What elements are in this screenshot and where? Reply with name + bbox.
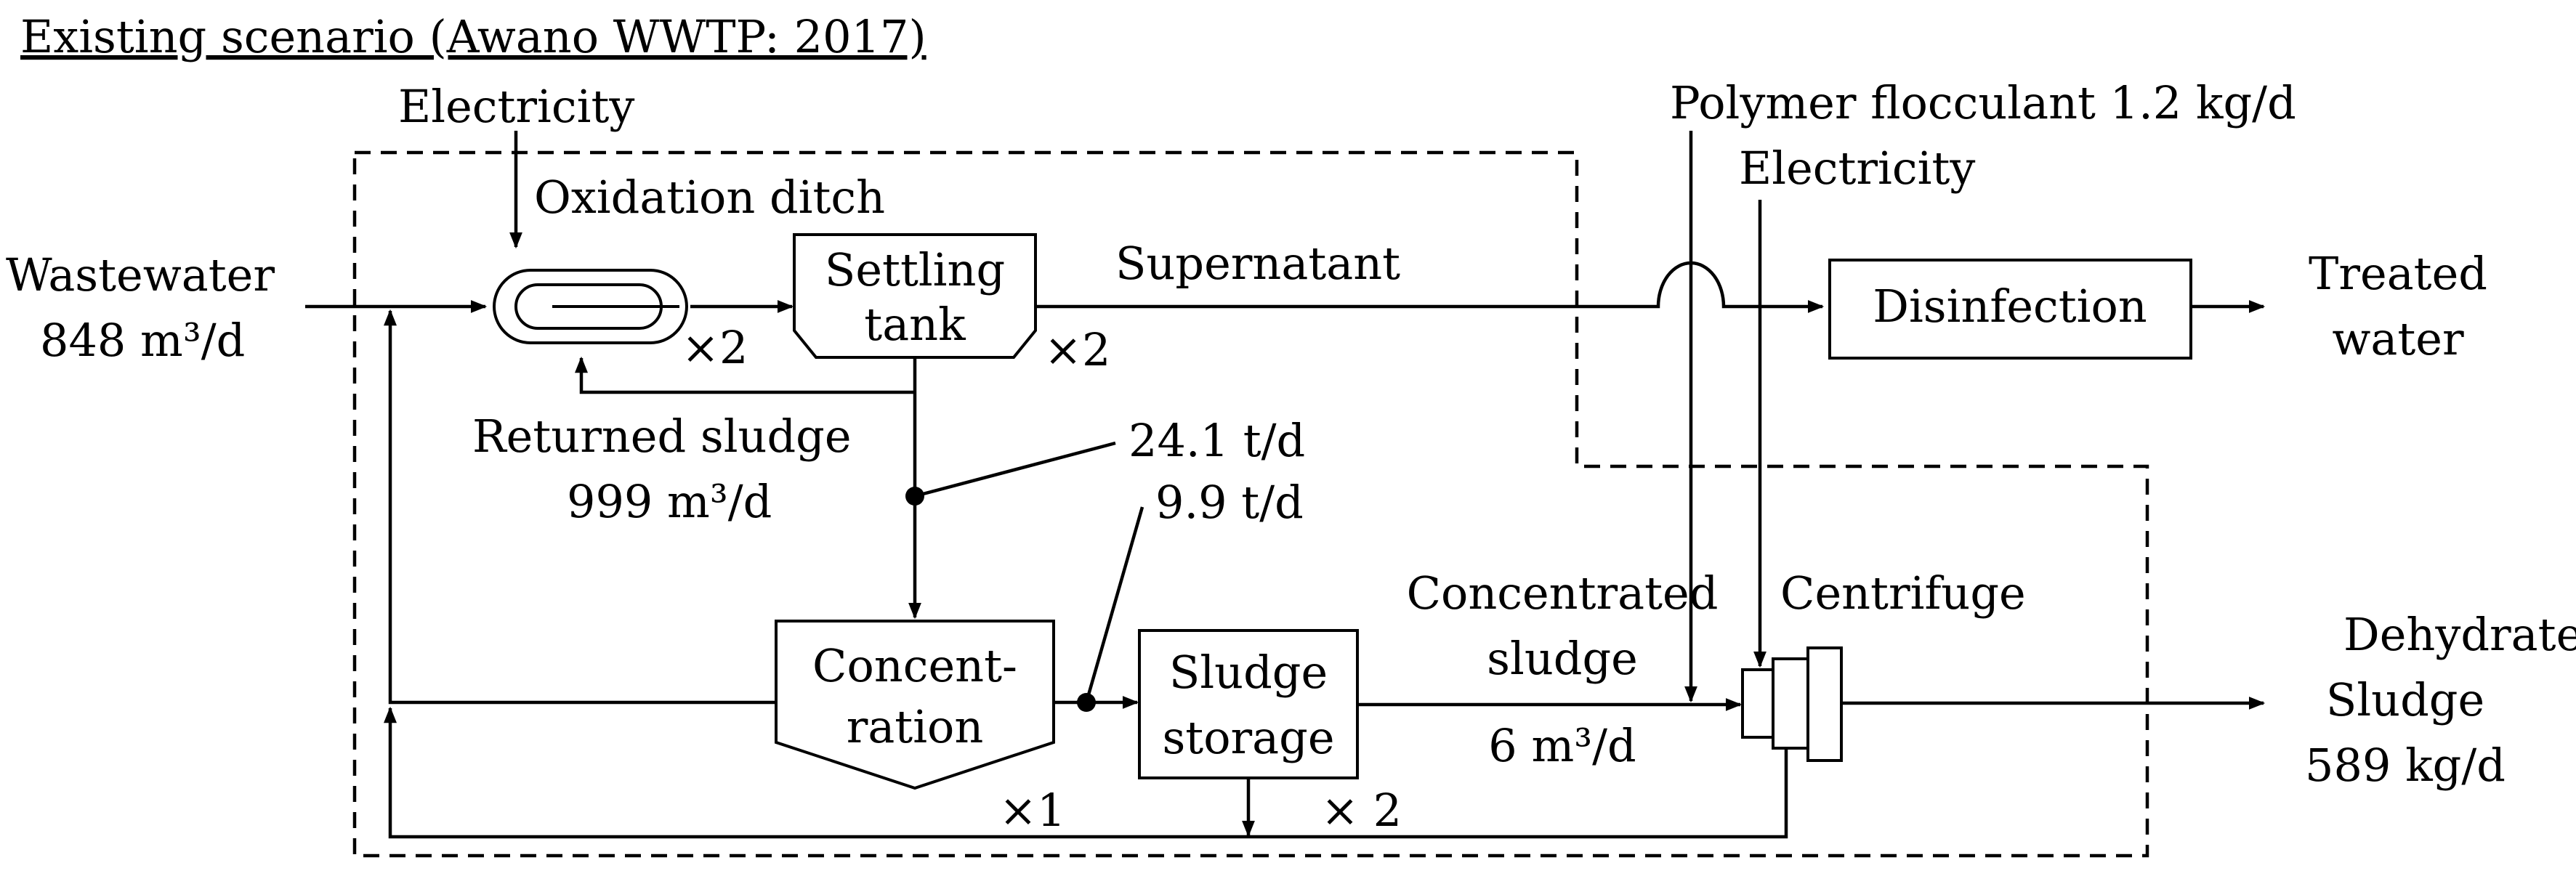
branch-flow-2: 9.9 t/d: [1155, 476, 1304, 529]
disinfection-box: [1828, 259, 2192, 360]
concentrated-sludge-label-1: Concentrated: [1407, 567, 1719, 620]
concentration-label-1: Concent-: [812, 639, 1017, 692]
concentrated-sludge-flow: 6 m³/d: [1488, 719, 1636, 772]
sludge-storage-box: [1138, 629, 1359, 779]
diagram-title: Existing scenario (Awano WWTP: 2017): [20, 10, 926, 63]
settling-tank-count: ×2: [1044, 323, 1110, 376]
oxidation-ditch-icon: [493, 269, 688, 344]
returned-sludge-label: Returned sludge: [472, 410, 852, 463]
settling-tank-label-2: tank: [864, 298, 966, 351]
branch-leader-1: [914, 441, 1116, 498]
returned-sludge-arrow: [575, 356, 915, 394]
settling-tank-box: [793, 233, 1037, 359]
sludge-storage-label-2: storage: [1162, 711, 1334, 764]
dehydrated-sludge-flow: 589 kg/d: [2305, 739, 2506, 792]
oxidation-ditch-label: Oxidation ditch: [534, 171, 885, 224]
system-boundary: [352, 150, 2149, 858]
disinfection-label: Disinfection: [1873, 280, 2147, 333]
concentration-filtrate-return: [384, 309, 776, 705]
settling-tank-label-1: Settling: [825, 243, 1005, 296]
dehydrated-sludge-label-1: Dehydrated: [2343, 608, 2576, 661]
concentration-count: ×1: [999, 784, 1065, 837]
centrifuge-filtrate-return: [384, 706, 1788, 839]
centrifuge-icon: [1741, 646, 1843, 762]
polymer-label: Polymer flocculant 1.2 kg/d: [1670, 76, 2296, 129]
wastewater-label: Wastewater: [6, 248, 275, 301]
concentration-box: [775, 620, 1055, 790]
treated-water-label-1: Treated: [2309, 247, 2487, 300]
sludge-storage-count: × 2: [1321, 784, 1402, 837]
branch-flow-1: 24.1 t/d: [1128, 414, 1305, 467]
returned-sludge-flow: 999 m³/d: [567, 475, 772, 528]
supernatant-label: Supernatant: [1115, 237, 1400, 290]
concentration-label-2: ration: [847, 700, 984, 753]
oxidation-ditch-count: ×2: [682, 321, 748, 374]
electricity-right-label: Electricity: [1739, 142, 1975, 195]
branch-leader-2: [1084, 506, 1144, 703]
concentrated-sludge-label-2: sludge: [1487, 632, 1638, 685]
centrifuge-label: Centrifuge: [1780, 567, 2026, 620]
dehydrated-sludge-label-2: Sludge: [2326, 673, 2484, 726]
treated-water-label-2: water: [2332, 312, 2464, 365]
sludge-storage-label-1: Sludge: [1169, 646, 1328, 699]
wastewater-flow: 848 m³/d: [40, 314, 245, 367]
electricity-top-label: Electricity: [398, 80, 634, 133]
